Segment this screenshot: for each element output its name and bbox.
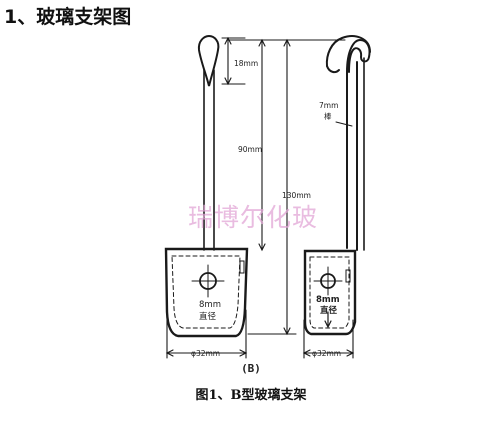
right-hole-size-label: 8mm [316, 295, 340, 305]
right-basket-inner [309, 256, 350, 329]
left-side-slot [239, 260, 245, 274]
rod-word-label: 棒 [324, 111, 332, 121]
watermark-text: 瑞博尔化玻 [188, 203, 319, 232]
figure-caption: 图1、B型玻璃支架 [195, 388, 307, 403]
left-holder [164, 34, 249, 338]
dimension-lines [165, 36, 355, 359]
right-hook-tip [325, 35, 371, 67]
dim-18-label: 18mm [234, 59, 258, 68]
right-hook [346, 38, 371, 249]
left-basket-outline [164, 247, 249, 338]
right-holder [303, 35, 371, 336]
right-base-diameter-label: φ32mm [312, 349, 341, 358]
left-basket-inner [171, 255, 241, 329]
left-hole-word-label: 直径 [199, 311, 217, 322]
dim-90-label: 90mm [238, 145, 262, 154]
right-hole-word-label: 直径 [320, 305, 338, 316]
right-basket-outline [303, 249, 357, 336]
page-heading: 1、玻璃支架图 [4, 6, 132, 28]
rod-diameter-label: 7mm [319, 101, 338, 110]
left-base-diameter-label: φ32mm [191, 349, 220, 358]
dim-130-label: 130mm [282, 191, 311, 200]
left-top-loop [197, 34, 220, 87]
figure-sublabel: (B) [241, 362, 261, 375]
right-side-slot [345, 269, 351, 283]
left-hole-size-label: 8mm [199, 300, 221, 310]
